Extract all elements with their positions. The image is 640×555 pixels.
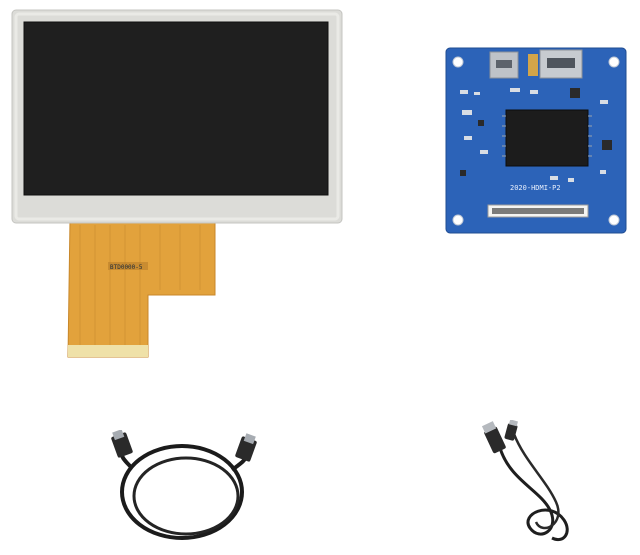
- hdmi-driver-board: 2020-HDMI-P2: [445, 47, 627, 234]
- fpc-traces: [79, 225, 201, 345]
- fpc-marking: BTD0000-5: [110, 264, 143, 271]
- fpc-marking-strip: [108, 262, 148, 270]
- lcd-display-panel: BTD0000-5: [11, 9, 343, 358]
- controller-chip: [505, 109, 589, 167]
- board-silkscreen: 2020-HDMI-P2: [510, 184, 561, 192]
- fpc-ribbon: [67, 219, 216, 358]
- usb-cable: [481, 420, 569, 541]
- hdmi-cable: [111, 430, 257, 540]
- micro-usb-port: [489, 51, 519, 79]
- smd-components: [460, 88, 612, 182]
- usb-plug-micro: [504, 423, 518, 441]
- lcd-screen: [24, 22, 328, 195]
- usb-plug-a: [484, 426, 506, 454]
- fpc-contacts: [68, 345, 148, 357]
